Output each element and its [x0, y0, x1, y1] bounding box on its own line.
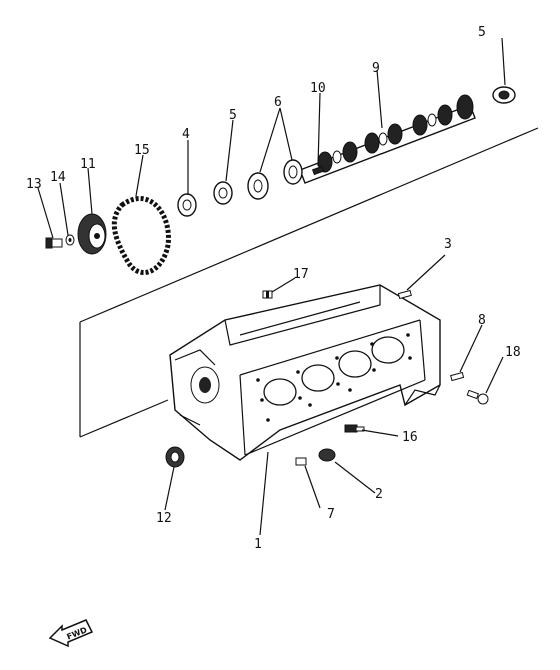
callout-18: 18	[505, 345, 521, 360]
callout-15: 15	[134, 143, 150, 158]
callout-12: 12	[156, 511, 172, 526]
callout-17: 17	[293, 267, 309, 282]
timing-chain	[111, 196, 171, 275]
callout-7: 7	[327, 507, 335, 522]
dowel-pin-8	[450, 371, 465, 382]
callout-9: 9	[372, 61, 380, 76]
callout-1: 1	[254, 537, 262, 552]
callout-5b: 5	[478, 25, 486, 40]
dowel-pin-7	[295, 457, 307, 466]
camshaft-bearing-rear	[492, 86, 516, 104]
callout-10: 10	[310, 81, 326, 96]
camshaft-bearing-6b	[247, 172, 269, 200]
camshaft-key	[311, 165, 325, 176]
seal-2	[318, 448, 336, 462]
leader-lines	[37, 37, 506, 536]
callout-14: 14	[50, 170, 66, 185]
camshaft-sprocket	[77, 213, 107, 255]
camshaft-bearing-6a	[283, 159, 303, 185]
callout-5a: 5	[229, 108, 237, 123]
callout-2: 2	[375, 487, 383, 502]
camshaft-bearing-5	[213, 181, 233, 205]
callout-8: 8	[478, 313, 486, 328]
sprocket-washer	[65, 234, 75, 246]
assembly-boundary	[79, 127, 539, 438]
callout-4: 4	[182, 127, 190, 142]
seal-12	[165, 446, 185, 468]
fitting-16	[344, 424, 365, 433]
forward-direction-arrow-icon: FWD	[48, 619, 94, 648]
sprocket-bolt	[45, 237, 63, 249]
callout-labels: 1 2 3 4 5 5 6 7 8 9 10 11 12 13 14 15 16…	[26, 25, 521, 552]
cylinder-block	[169, 284, 441, 461]
camshaft-bearing-4	[177, 193, 197, 217]
callout-6: 6	[274, 95, 282, 110]
bolt-18	[466, 389, 489, 405]
callout-11: 11	[80, 157, 96, 172]
callout-3: 3	[444, 237, 452, 252]
dowel-pin-3	[397, 289, 412, 300]
callout-13: 13	[26, 177, 42, 192]
callout-16: 16	[402, 430, 418, 445]
camshaft	[299, 94, 476, 184]
plug-17	[262, 290, 273, 299]
